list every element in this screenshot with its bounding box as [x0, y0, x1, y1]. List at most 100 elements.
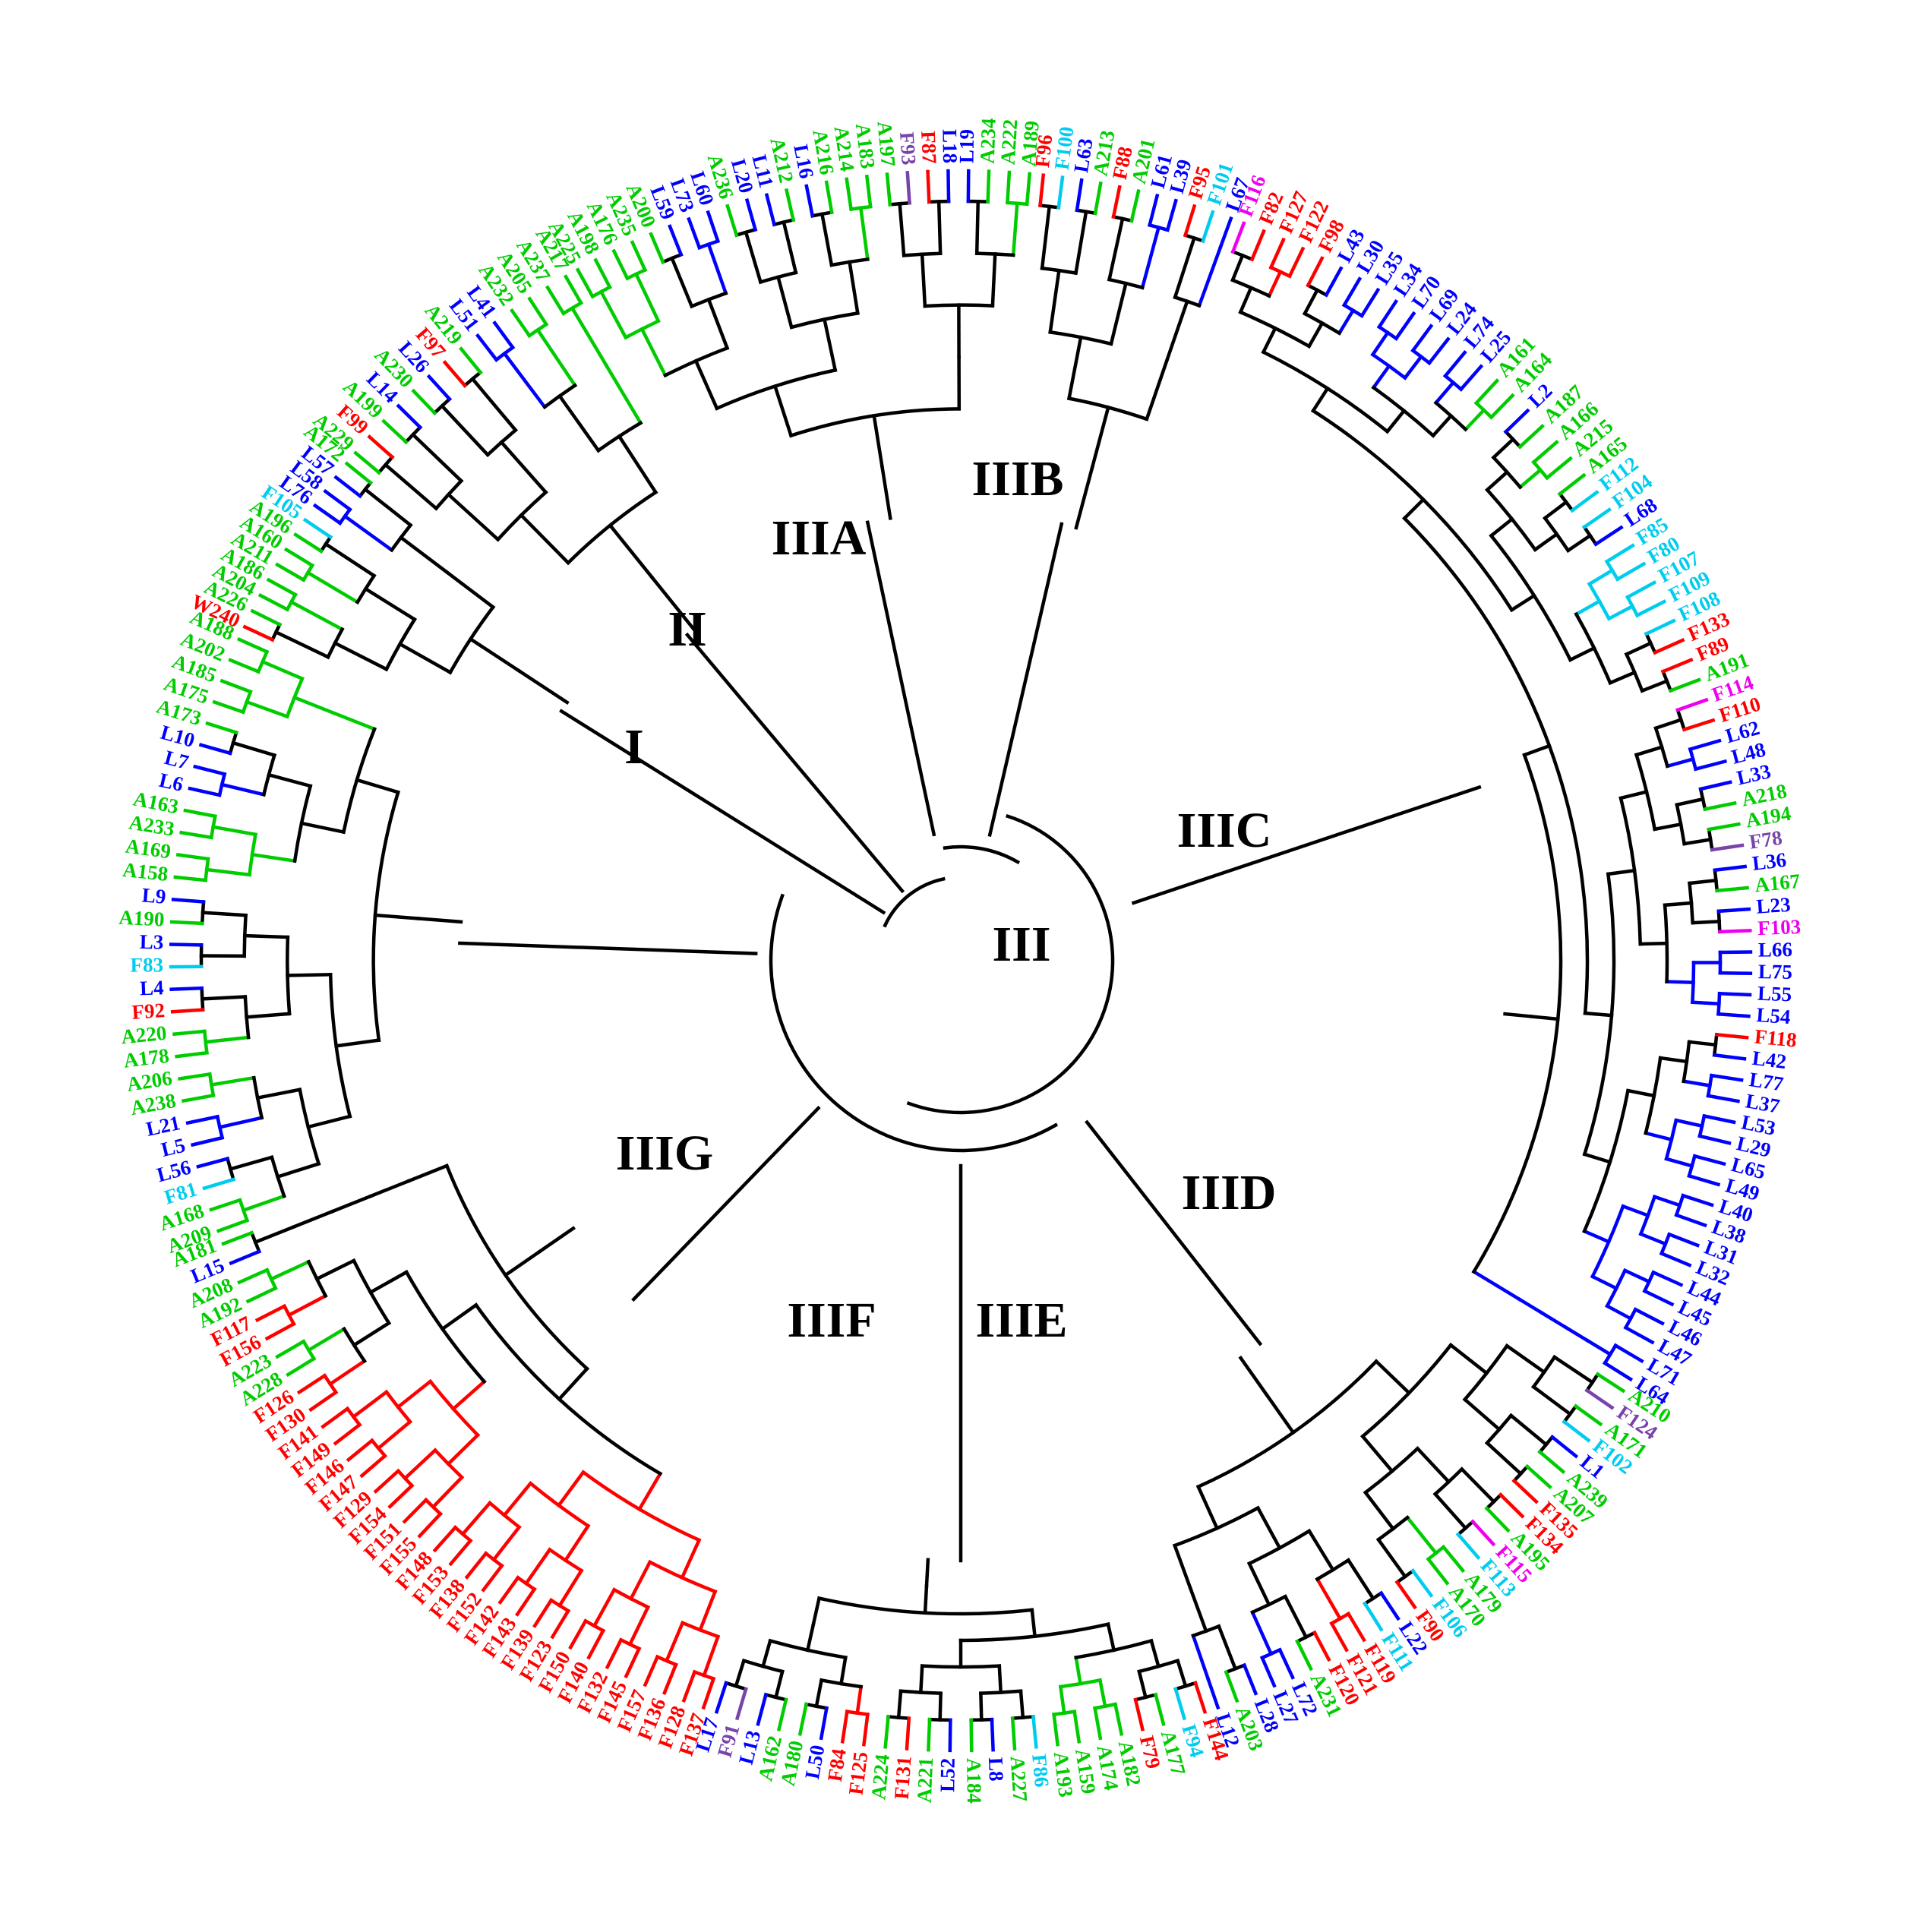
leaf-branch	[1252, 232, 1264, 260]
leaf-branch	[451, 1541, 471, 1564]
leaf-branch	[1719, 993, 1750, 995]
internal-branch	[263, 661, 302, 678]
leaf-branch	[1635, 1309, 1663, 1323]
leaf-branch	[992, 1719, 993, 1750]
internal-branch	[521, 515, 568, 563]
leaf-branch	[1221, 219, 1231, 248]
leaf-branch	[1644, 1291, 1672, 1304]
leaf-label-A190: A190	[118, 906, 165, 931]
internal-branch	[630, 1607, 648, 1644]
internal-branch	[1462, 1470, 1494, 1502]
internal-branch	[526, 1550, 550, 1584]
internal-branch	[1348, 1560, 1373, 1598]
internal-branch	[822, 214, 831, 265]
leaf-label-F83: F83	[130, 953, 163, 976]
leaf-branch	[1413, 326, 1431, 350]
leaf-branch	[1461, 366, 1481, 389]
leaf-branch	[1560, 475, 1584, 494]
internal-branch	[1685, 840, 1711, 844]
internal-branch	[1175, 1545, 1191, 1588]
leaf-branch	[399, 406, 420, 428]
internal-branch	[405, 1451, 435, 1479]
clade-root-link	[1076, 468, 1092, 528]
leaf-label-L75: L75	[1758, 960, 1792, 983]
internal-branch	[378, 1422, 410, 1448]
internal-branch	[336, 1040, 379, 1046]
internal-branch	[1252, 1612, 1271, 1654]
leaf-label-A227: A227	[1006, 1755, 1031, 1802]
internal-branch	[610, 526, 652, 578]
internal-branch	[1309, 1531, 1333, 1570]
internal-branch	[276, 632, 328, 657]
internal-branch	[443, 1305, 476, 1328]
internal-branch	[302, 823, 343, 832]
internal-branch	[1677, 799, 1703, 804]
leaf-branch	[390, 1485, 412, 1507]
leaf-branch	[362, 1456, 385, 1476]
leaf-branch	[269, 580, 295, 595]
internal-branch	[1655, 1197, 1680, 1205]
leaf-branch	[1487, 1508, 1508, 1530]
internal-branch	[1451, 1345, 1486, 1373]
leaf-branch	[928, 172, 930, 202]
internal-branch	[1147, 360, 1167, 419]
internal-branch	[1587, 1340, 1610, 1354]
leaf-branch	[907, 1719, 909, 1749]
internal-branch	[1491, 519, 1511, 536]
leaf-branch	[1077, 180, 1082, 210]
internal-branch	[1656, 720, 1681, 728]
internal-branch	[433, 1477, 462, 1507]
leaf-branch	[1720, 973, 1751, 974]
leaf-branch	[1429, 339, 1448, 363]
leaf-branch	[288, 1359, 314, 1375]
internal-branch	[850, 262, 858, 313]
internal-branch	[1317, 1579, 1340, 1618]
internal-branch	[1139, 1672, 1146, 1697]
internal-branch	[636, 274, 658, 321]
internal-branch	[1378, 1539, 1405, 1577]
leaf-label-L19: L19	[955, 129, 978, 163]
internal-branch	[371, 1272, 406, 1293]
internal-branch	[1111, 283, 1126, 344]
leaf-branch	[1382, 1593, 1398, 1618]
internal-branch	[1637, 747, 1662, 755]
leaf-branch	[184, 1095, 213, 1100]
leaf-branch	[501, 1577, 518, 1602]
leaf-branch	[336, 478, 360, 496]
leaf-branch	[1186, 207, 1195, 235]
internal-branch	[1305, 290, 1317, 314]
internal-branch	[1417, 1448, 1448, 1482]
leaf-branch	[1227, 1672, 1237, 1700]
leaf-branch	[1547, 459, 1571, 478]
leaf-branch	[182, 832, 211, 837]
clade-root-link	[883, 467, 891, 518]
internal-branch	[559, 1368, 587, 1399]
internal-branch	[1507, 1346, 1544, 1372]
leaf-branch	[1683, 1195, 1712, 1204]
internal-branch	[203, 913, 246, 916]
leaf-branch	[589, 1631, 603, 1657]
internal-branch	[631, 1562, 650, 1599]
internal-branch	[900, 204, 904, 255]
internal-branch	[1610, 672, 1634, 683]
leaf-branch	[219, 1220, 248, 1231]
internal-branch	[1436, 383, 1454, 403]
leaf-branch	[1572, 492, 1596, 510]
internal-branch	[560, 396, 598, 450]
internal-branch	[1608, 870, 1634, 874]
leaf-branch	[195, 766, 225, 774]
leaf-branch	[1156, 1695, 1164, 1725]
clade-label-IIIA: IIIA	[772, 510, 867, 566]
internal-branch	[1233, 255, 1243, 280]
internal-branch	[332, 1196, 370, 1211]
internal-branch	[386, 465, 437, 508]
internal-branch	[1642, 681, 1667, 691]
leaf-branch	[467, 1553, 486, 1577]
internal-branch	[1309, 323, 1322, 346]
leaf-branch	[384, 421, 406, 442]
internal-branch	[1373, 333, 1388, 355]
leaf-branch	[1689, 1176, 1718, 1184]
internal-branch	[1533, 1387, 1570, 1414]
leaf-branch	[1676, 1215, 1705, 1225]
leaf-branch	[1233, 223, 1243, 251]
